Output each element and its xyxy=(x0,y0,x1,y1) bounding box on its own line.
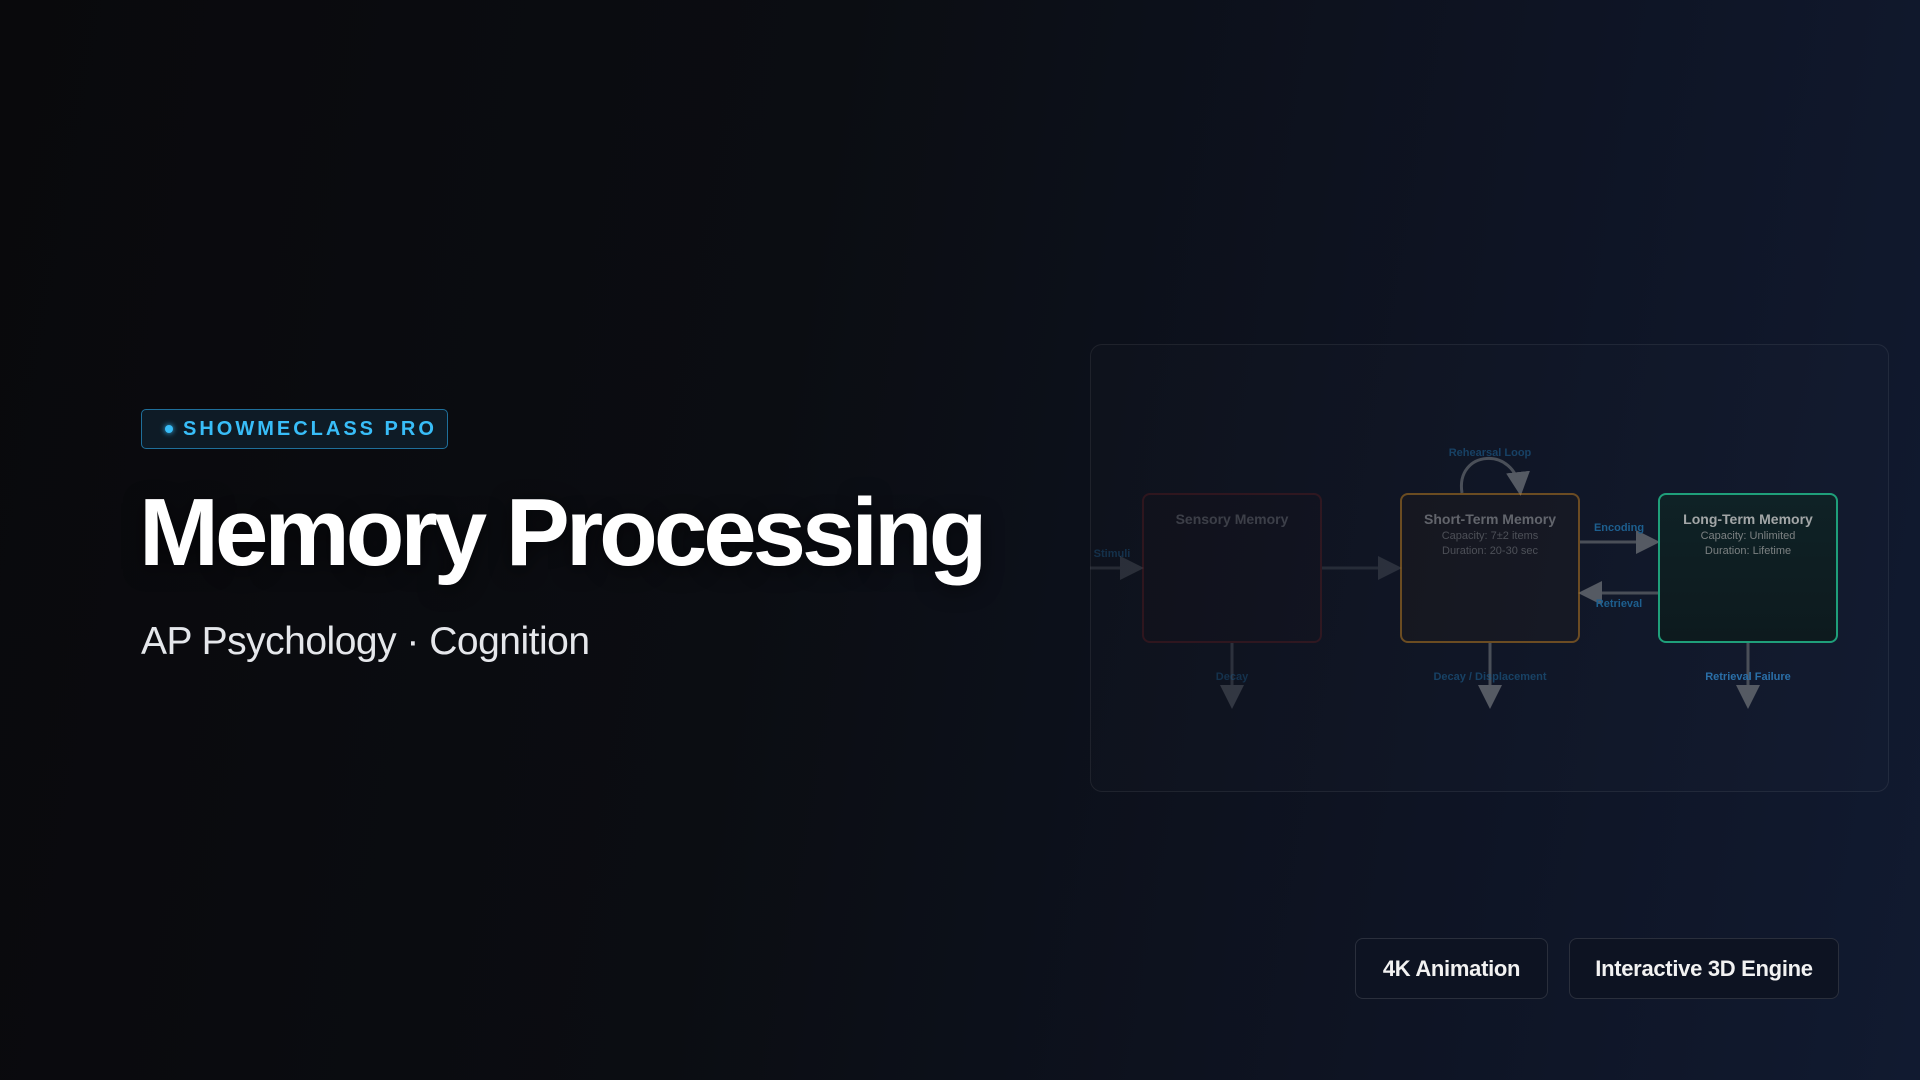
box-duration: Duration: Lifetime xyxy=(1704,545,1792,557)
brand-label: SHOWMECLASS PRO xyxy=(183,417,437,440)
retrieval-label: Retrieval xyxy=(1595,598,1643,610)
decay-displacement-label: Decay / Displacement xyxy=(1433,671,1547,683)
feature-chip-4k-animation: 4K Animation xyxy=(1355,938,1548,999)
rehearsal-loop-label: Rehearsal Loop xyxy=(1448,447,1532,459)
diagram-arrows xyxy=(1090,456,1760,709)
memory-diagram: Sensory Memory Short-Term Memory Capacit… xyxy=(560,0,1920,1080)
long-term-memory-box: Long-Term Memory Capacity: Unlimited Dur… xyxy=(1658,493,1838,643)
status-dot-icon xyxy=(165,425,173,433)
retrieval-failure-label: Retrieval Failure xyxy=(1705,671,1791,683)
stimuli-label: Stimuli xyxy=(1093,548,1131,560)
rehearsal-loop-arrow xyxy=(1460,456,1530,496)
box-capacity: Capacity: Unlimited xyxy=(1700,530,1796,542)
diagram-panel xyxy=(1090,344,1889,792)
feature-chip-3d-engine: Interactive 3D Engine xyxy=(1569,938,1839,999)
box-title: Short-Term Memory xyxy=(1424,511,1556,527)
page-title: Memory Processing xyxy=(139,479,987,586)
decay-label: Decay xyxy=(1215,671,1249,683)
brand-badge: SHOWMECLASS PRO xyxy=(141,409,448,449)
encoding-label: Encoding xyxy=(1593,522,1645,534)
box-capacity: Capacity: 7±2 items xyxy=(1441,530,1539,542)
box-title: Long-Term Memory xyxy=(1683,511,1813,527)
short-term-memory-box: Short-Term Memory Capacity: 7±2 items Du… xyxy=(1400,493,1580,643)
box-duration: Duration: 20-30 sec xyxy=(1442,545,1538,557)
box-title: Sensory Memory xyxy=(1175,511,1289,527)
page-subtitle: AP Psychology · Cognition xyxy=(141,620,590,663)
sensory-memory-box: Sensory Memory xyxy=(1142,493,1322,643)
